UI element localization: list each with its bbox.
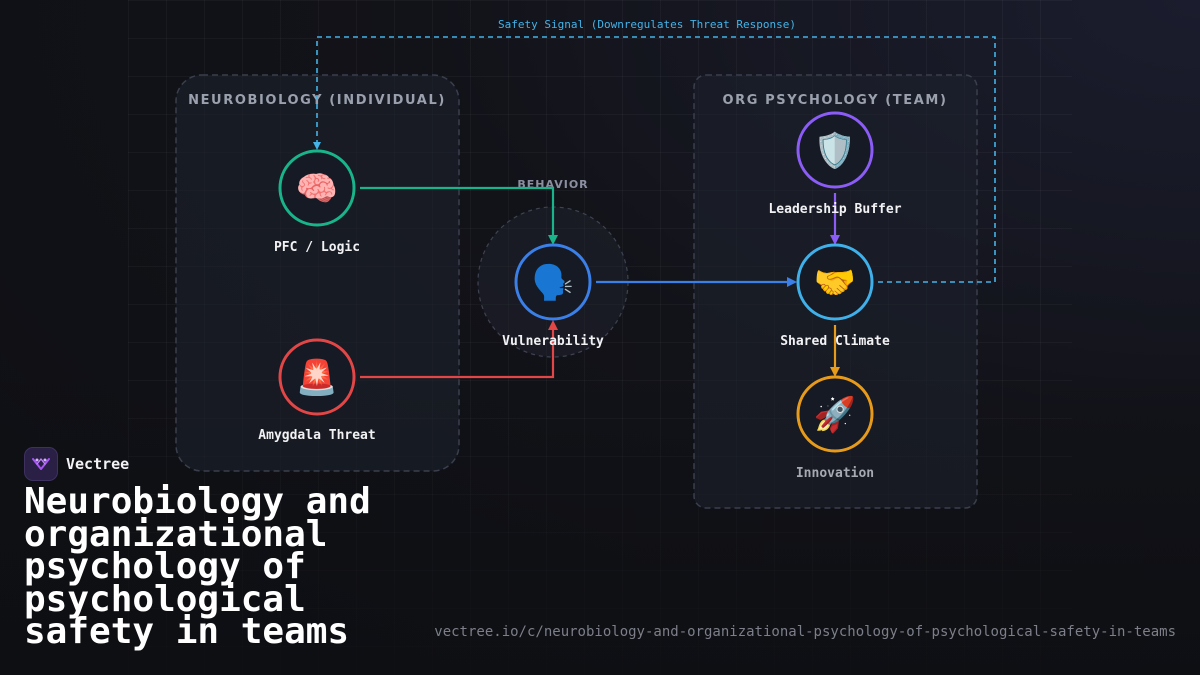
brain-icon: 🧠 [296, 169, 338, 209]
node-leadership: 🛡️ Leadership Buffer [768, 111, 902, 217]
node-label-vulnerability: Vulnerability [502, 334, 604, 349]
node-label-leadership: Leadership Buffer [768, 202, 901, 217]
node-label-climate: Shared Climate [780, 334, 890, 349]
speaking-head-icon: 🗣️ [532, 263, 574, 303]
page-url[interactable]: vectree.io/c/neurobiology-and-organizati… [434, 624, 1176, 640]
pfc-to-vulnerability-connector [360, 186, 558, 245]
node-label-innovation: Innovation [796, 466, 874, 481]
siren-icon: 🚨 [296, 358, 338, 398]
brand-name: Vectree [66, 455, 130, 473]
page-title: Neurobiology and organizational psycholo… [24, 481, 371, 652]
node-innovation: 🚀 Innovation [796, 375, 874, 481]
node-label-pfc: PFC / Logic [274, 240, 360, 255]
safety-signal-label: Safety Signal (Downregulates Threat Resp… [498, 18, 796, 31]
node-amygdala: 🚨 Amygdala Threat [258, 338, 376, 443]
safety-signal-connector [313, 36, 996, 283]
node-vulnerability: 🗣️ Vulnerability [502, 243, 604, 349]
node-climate: 🤝 Shared Climate [780, 243, 890, 349]
rocket-icon: 🚀 [814, 395, 856, 435]
group-title-individual: NEUROBIOLOGY (INDIVIDUAL) [188, 93, 446, 108]
handshake-icon: 🤝 [814, 263, 856, 303]
group-title-team: ORG PSYCHOLOGY (TEAM) [723, 93, 948, 108]
node-pfc: 🧠 PFC / Logic [274, 149, 360, 255]
brand: Vectree [24, 447, 129, 481]
amygdala-to-vulnerability-connector [360, 320, 558, 379]
node-label-amygdala: Amygdala Threat [258, 428, 375, 443]
vectree-logo-icon [24, 447, 58, 481]
shield-icon: 🛡️ [814, 131, 856, 171]
group-box-individual [175, 74, 460, 472]
